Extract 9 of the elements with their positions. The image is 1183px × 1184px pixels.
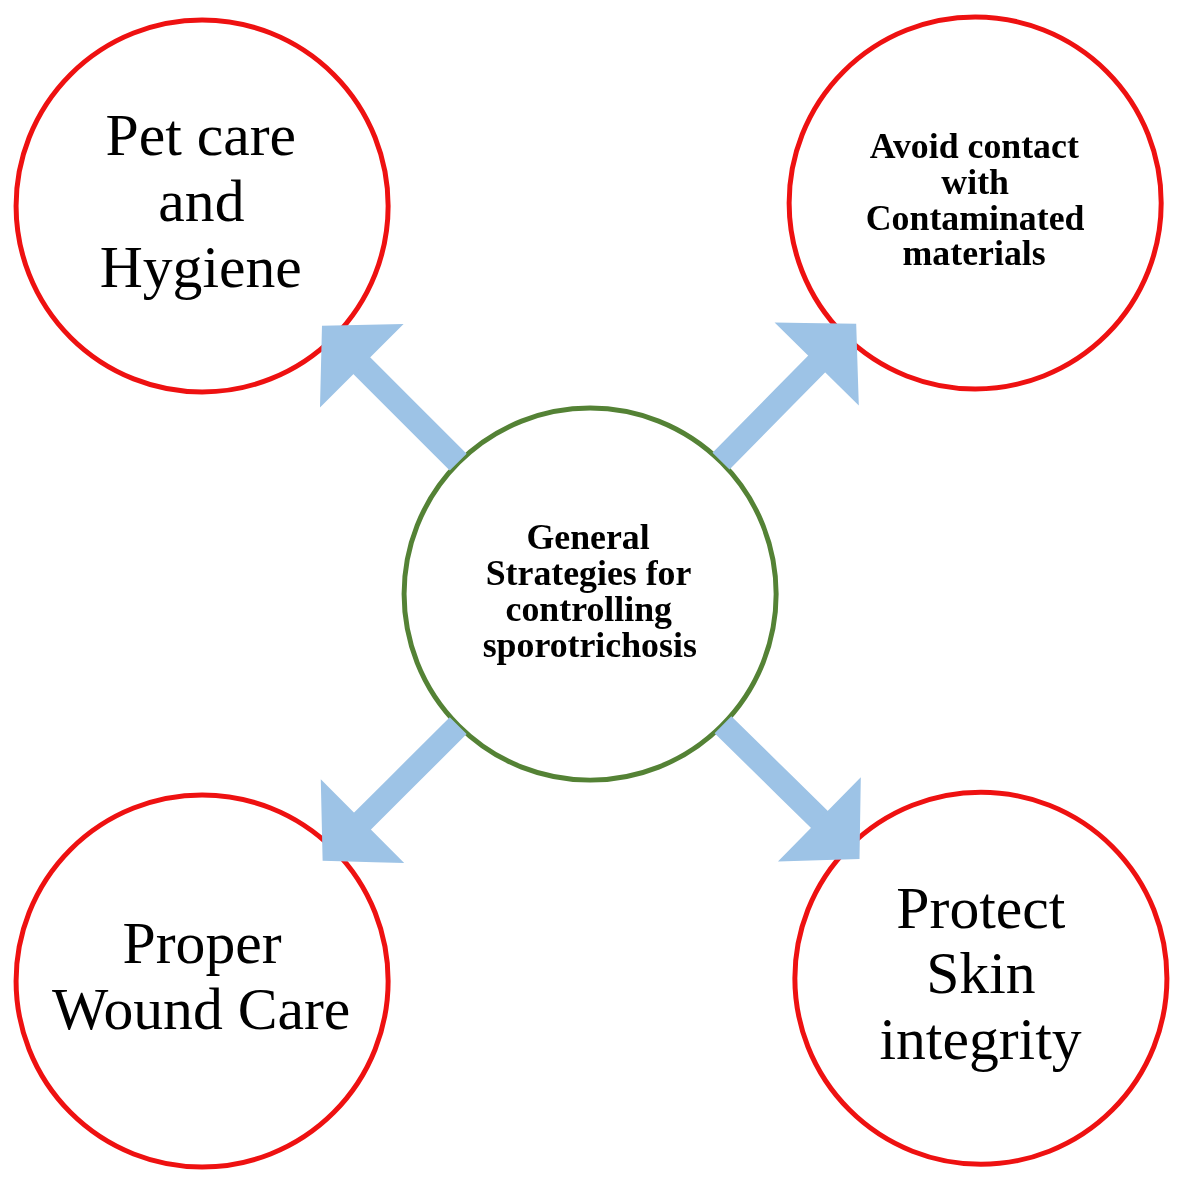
arrow — [712, 322, 859, 470]
node-circle: General Strategies for controlling sporotrichosis — [401, 405, 779, 783]
arrow — [320, 717, 467, 863]
arrow — [319, 323, 467, 471]
node-circle: Avoid contact with Contaminated materials — [786, 14, 1164, 392]
arrow — [714, 716, 861, 862]
node-circle: Pet care and Hygiene — [13, 17, 391, 395]
node-circle: Proper Wound Care — [13, 792, 391, 1170]
node-circle: Protect Skin integrity — [792, 789, 1170, 1167]
